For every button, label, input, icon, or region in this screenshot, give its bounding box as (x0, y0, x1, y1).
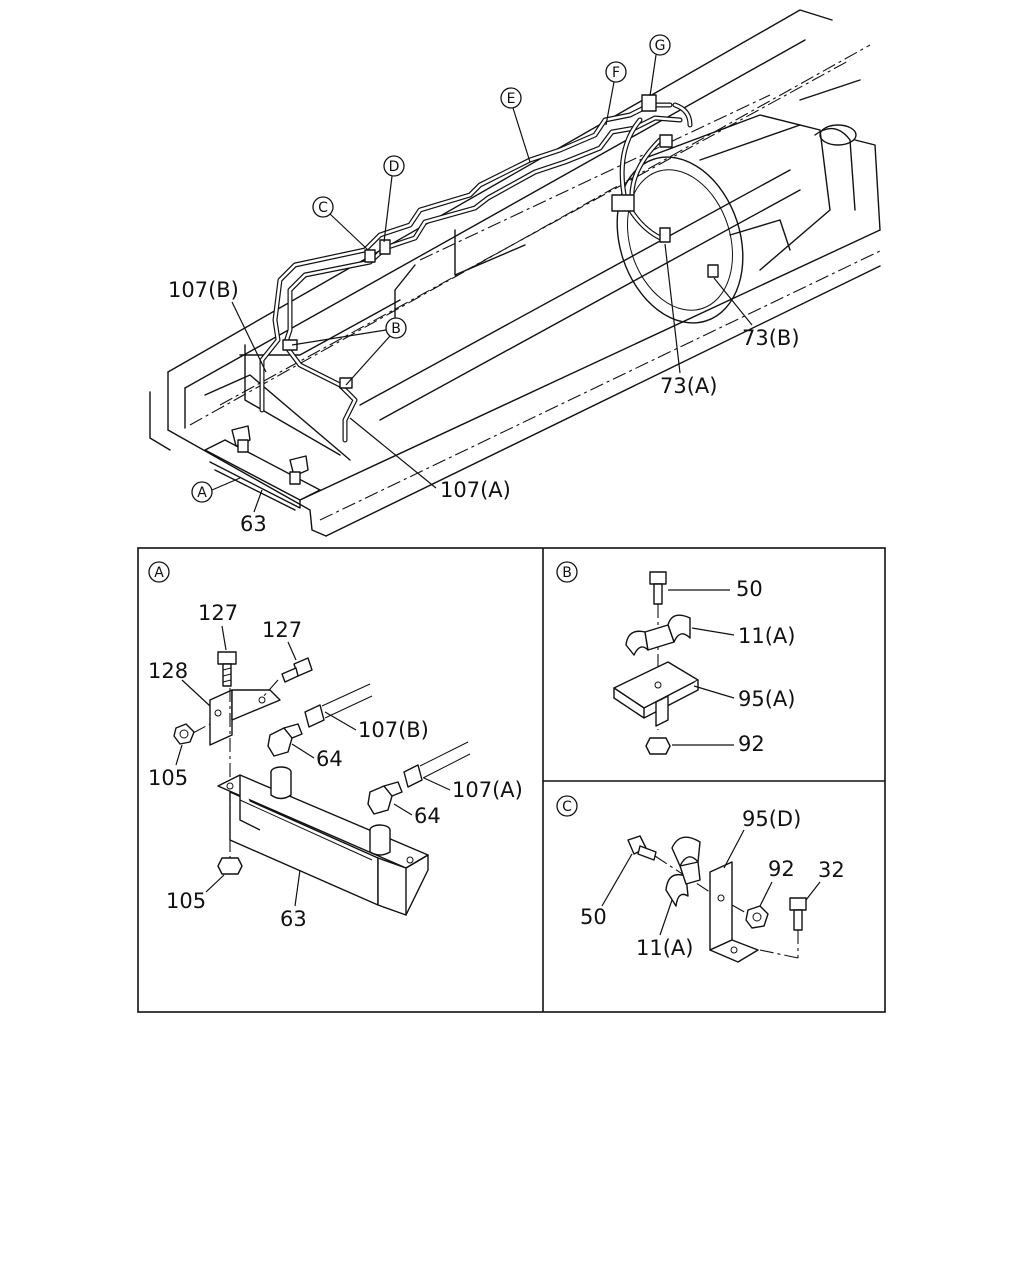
detail-b-letter: B (562, 565, 572, 581)
pipe-107b-detail (304, 683, 373, 728)
main-callout-a: A (191, 477, 241, 503)
main-label-73a: 73(A) (660, 243, 717, 398)
callout-c-letter: C (318, 200, 328, 216)
bolt-50-b (649, 571, 667, 605)
callout-g-letter: G (655, 38, 666, 54)
svg-text:95(D): 95(D) (742, 807, 801, 831)
callout-a-letter: A (197, 485, 207, 501)
main-label-107a: 107(A) (349, 417, 511, 502)
main-callout-e: E (500, 87, 531, 163)
detail-c: C 95(D) 92 32 (556, 795, 845, 963)
svg-text:63: 63 (240, 512, 267, 536)
main-label-73b: 73(B) (713, 277, 800, 350)
svg-text:107(A): 107(A) (452, 778, 523, 802)
filter-housing-63 (217, 766, 429, 916)
bolt-32 (789, 897, 807, 931)
callout-e-letter: E (507, 91, 516, 107)
elbow-64-bottom (367, 781, 403, 815)
svg-text:63: 63 (280, 907, 307, 931)
bolt-127-angled (281, 657, 313, 683)
fuel-pipes (259, 94, 719, 443)
nut-105-bottom (217, 857, 243, 875)
detail-a-letter: A (154, 565, 164, 581)
elbow-64-top (267, 723, 303, 757)
svg-text:11(A): 11(A) (738, 624, 795, 648)
svg-text:95(A): 95(A) (738, 687, 795, 711)
svg-text:64: 64 (414, 804, 441, 828)
clamp-11a-b (625, 614, 691, 656)
svg-text:92: 92 (738, 732, 765, 756)
svg-text:128: 128 (148, 659, 188, 683)
bracket-128 (209, 689, 281, 746)
detail-c-letter: C (562, 799, 572, 815)
detail-b: B 50 11(A) 95(A) 92 (556, 561, 795, 756)
callout-f-letter: F (612, 65, 620, 81)
svg-text:92: 92 (768, 857, 795, 881)
svg-text:127: 127 (262, 618, 302, 642)
nut-105-top (173, 723, 195, 745)
main-filter-assembly (204, 425, 321, 511)
svg-text:105: 105 (166, 889, 206, 913)
bracket-95a (613, 661, 699, 727)
svg-text:127: 127 (198, 601, 238, 625)
svg-text:105: 105 (148, 766, 188, 790)
clamp-11a-c (665, 836, 701, 907)
svg-text:107(B): 107(B) (168, 278, 239, 302)
bracket-95d (709, 861, 759, 963)
detail-a: A (148, 561, 523, 931)
callout-d-letter: D (389, 159, 400, 175)
bolt-127-vertical (217, 651, 237, 687)
main-callout-g: G (649, 34, 671, 97)
callout-b-letter: B (391, 321, 401, 337)
svg-text:107(B): 107(B) (358, 718, 429, 742)
detail-frames (137, 547, 886, 1013)
svg-text:32: 32 (818, 858, 845, 882)
svg-text:107(A): 107(A) (440, 478, 511, 502)
svg-text:50: 50 (736, 577, 763, 601)
svg-text:50: 50 (580, 905, 607, 929)
nut-92-b (645, 737, 671, 755)
nut-92-c (745, 905, 769, 929)
svg-text:73(B): 73(B) (742, 326, 800, 350)
svg-text:11(A): 11(A) (636, 936, 693, 960)
main-label-63: 63 (240, 489, 267, 536)
bolt-50-c (627, 835, 657, 861)
main-callout-c: C (312, 196, 369, 251)
svg-text:64: 64 (316, 747, 343, 771)
main-label-107b: 107(B) (168, 278, 267, 373)
main-callout-f: F (605, 61, 627, 126)
fuel-tank (616, 114, 857, 324)
svg-text:73(A): 73(A) (660, 374, 717, 398)
main-callout-b: B (291, 317, 407, 386)
pipe-107a-detail (403, 741, 471, 788)
main-callout-d: D (383, 155, 405, 243)
